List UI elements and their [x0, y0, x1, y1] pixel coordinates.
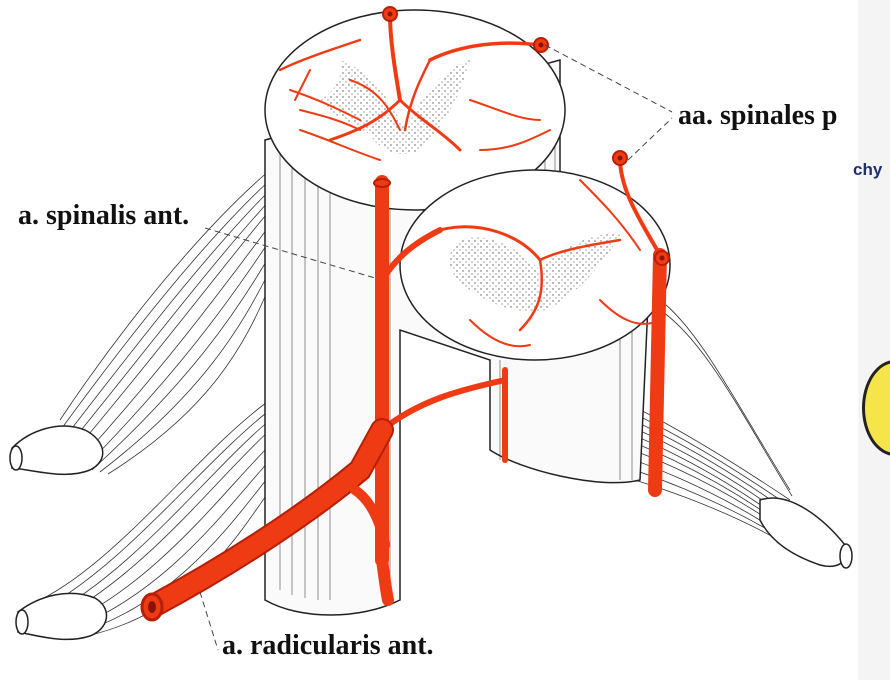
ganglion-left-upper	[12, 426, 103, 474]
label-radicularis-ant: a. radicularis ant.	[222, 630, 434, 662]
label-spinales-post: aa. spinales p	[678, 100, 838, 132]
root-end-left-lower	[16, 610, 28, 634]
ganglion-right	[760, 498, 846, 566]
root-end-left-upper	[10, 446, 22, 470]
ganglion-left-lower	[18, 593, 106, 639]
anterior-artery-top-opening	[374, 179, 390, 187]
root-end-right	[840, 544, 852, 568]
label-spinalis-ant: a. spinalis ant.	[18, 200, 189, 232]
